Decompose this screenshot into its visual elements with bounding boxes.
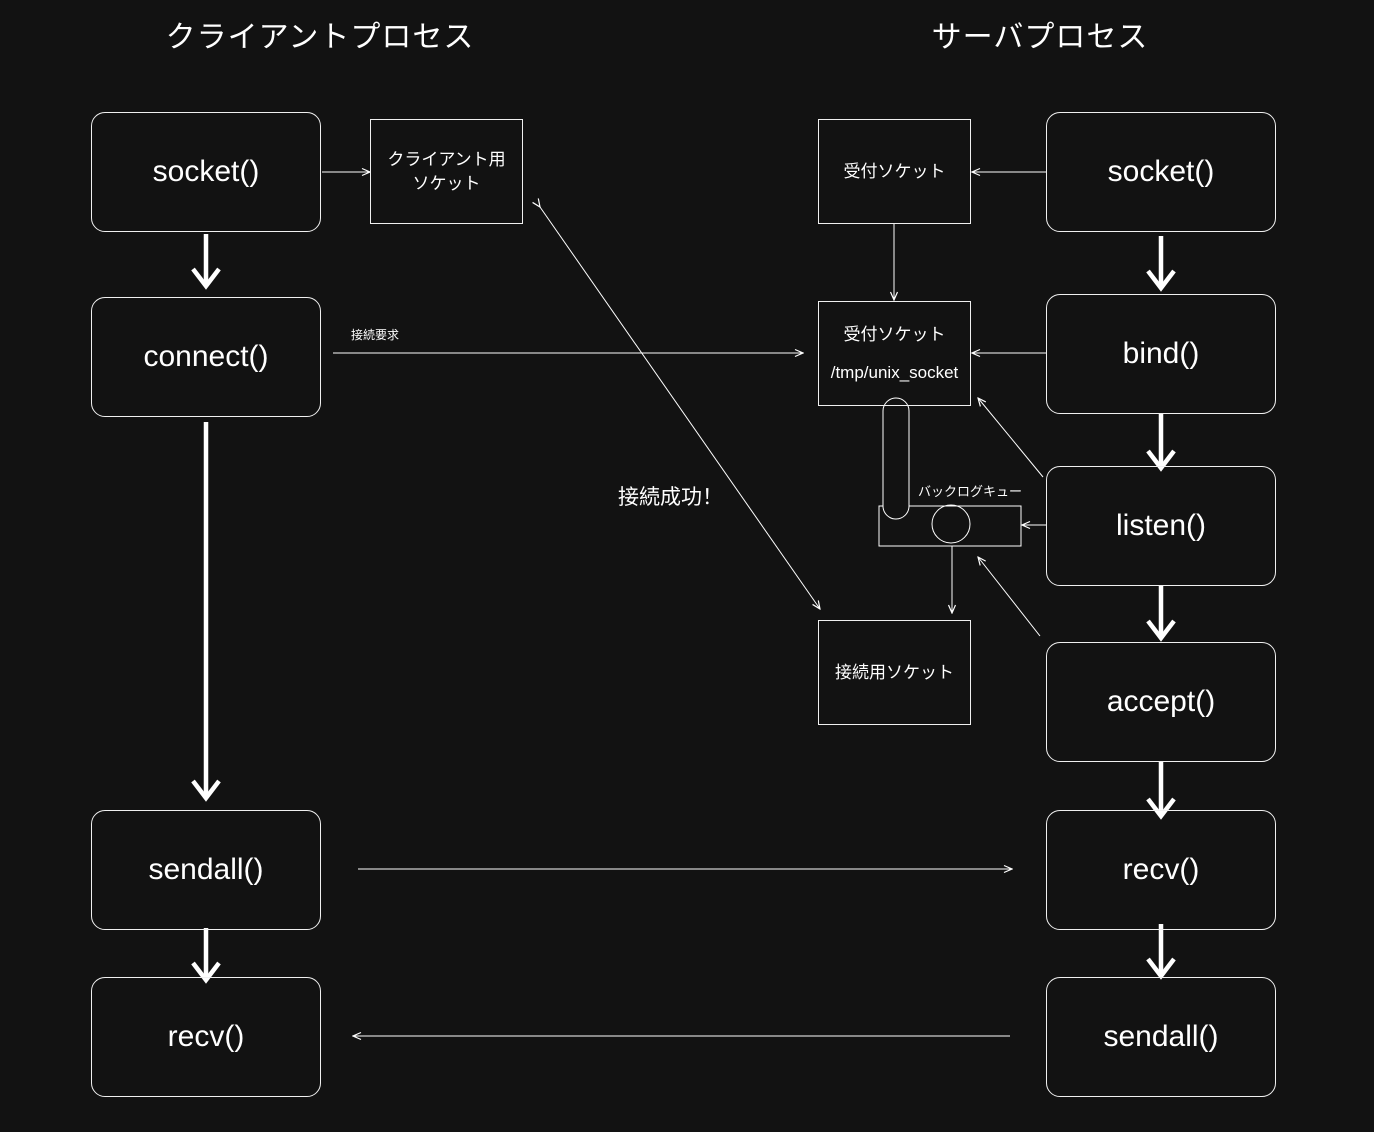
- connection-request-label: 接続要求: [351, 328, 400, 342]
- backlog-queue-box: [878, 505, 1022, 547]
- flow-arrow-recv-sendall: [1146, 924, 1176, 980]
- server-process-title: サーバプロセス: [931, 20, 1149, 55]
- server-sendall-step: sendall(): [1046, 977, 1276, 1097]
- client-sendall-step: sendall(): [91, 810, 321, 930]
- reception-socket-label: 受付ソケット: [843, 161, 946, 182]
- reception-socket-box: 受付ソケット: [818, 119, 971, 224]
- flow-arrow-listen-accept: [1146, 586, 1176, 642]
- connection-success-label: 接続成功！: [618, 485, 723, 509]
- arrow-accept-to-queue: [978, 557, 1041, 637]
- client-socket-step: socket(): [91, 112, 321, 232]
- server-recv-step: recv(): [1046, 810, 1276, 930]
- client-socket-box: クライアント用 ソケット: [370, 119, 523, 224]
- arrow-connection-success: [540, 207, 820, 609]
- flow-arrow-connect-sendall: [191, 422, 221, 802]
- server-socket-step: socket(): [1046, 112, 1276, 232]
- client-socket-label-line2: ソケット: [412, 173, 481, 194]
- queue-pipe: [882, 397, 910, 520]
- server-accept-step: accept(): [1046, 642, 1276, 762]
- flow-arrow-sendall-recv: [191, 928, 221, 984]
- flow-arrow-socket-connect: [191, 234, 221, 290]
- client-flow-arrows: [191, 234, 221, 984]
- server-bind-step: bind(): [1046, 294, 1276, 414]
- arrow-listen-to-bound: [978, 398, 1044, 478]
- backlog-queue-label: バックログキュー: [918, 485, 1023, 500]
- flow-arrow-accept-recv: [1146, 762, 1176, 820]
- client-process-title: クライアントプロセス: [165, 20, 475, 55]
- client-connect-step: connect(): [91, 297, 321, 417]
- client-socket-label-line1: クライアント用: [387, 149, 506, 170]
- server-flow-arrows: [1146, 236, 1176, 980]
- bound-socket-box: 受付ソケット /tmp/unix_socket: [818, 301, 971, 406]
- flow-arrow-bind-listen: [1146, 414, 1176, 472]
- flow-arrow-socket-bind: [1146, 236, 1176, 292]
- queue-item-circle: [931, 504, 971, 544]
- bound-socket-label: 受付ソケット: [843, 324, 946, 345]
- connection-socket-box: 接続用ソケット: [818, 620, 971, 725]
- client-recv-step: recv(): [91, 977, 321, 1097]
- server-listen-step: listen(): [1046, 466, 1276, 586]
- bound-socket-path: /tmp/unix_socket: [830, 362, 959, 382]
- connection-socket-label: 接続用ソケット: [835, 662, 954, 683]
